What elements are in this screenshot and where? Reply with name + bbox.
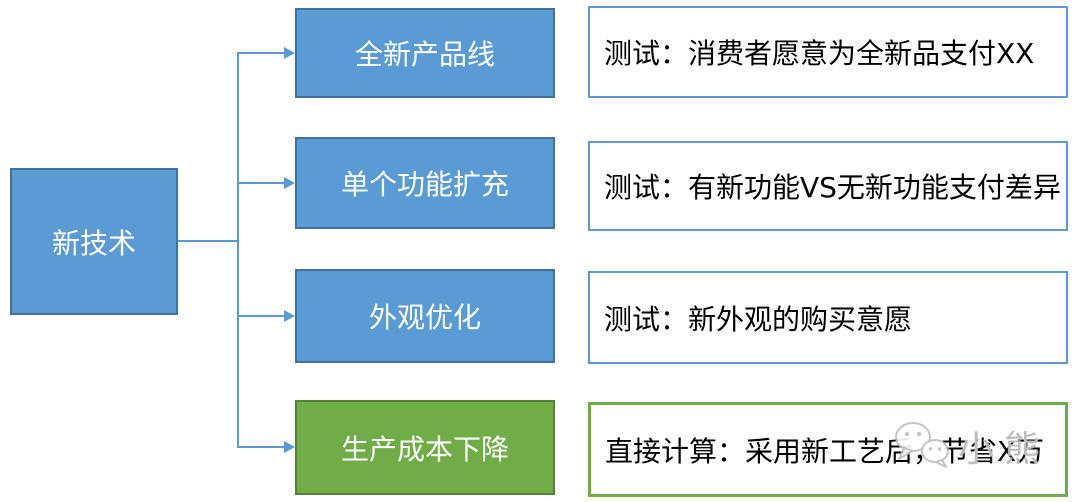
arrow-right-icon (284, 310, 295, 322)
root-node-new-technology: 新技术 (10, 168, 178, 315)
arrow-right-icon (284, 47, 295, 59)
category-label: 单个功能扩充 (340, 168, 509, 201)
category-label: 外观优化 (368, 301, 481, 334)
arrow-right-icon (284, 177, 295, 189)
note-text: 测试：有新功能VS无新功能支付差异 (604, 171, 1061, 204)
category-box-appearance-optimization: 外观优化 (295, 269, 555, 363)
arrow-right-icon (284, 441, 295, 453)
connector-branch-line (239, 315, 284, 317)
note-box-single-feature-expansion: 测试：有新功能VS无新功能支付差异 (588, 141, 1068, 231)
connector-branch-line (239, 52, 284, 54)
category-box-production-cost-reduction: 生产成本下降 (295, 400, 555, 495)
connector-trunk-line (237, 52, 239, 448)
note-box-new-product-line: 测试：消费者愿意为全新品支付XX (588, 6, 1068, 98)
note-text: 测试：消费者愿意为全新品支付XX (604, 37, 1035, 70)
category-box-single-feature-expansion: 单个功能扩充 (295, 137, 555, 229)
connector-branch-line (239, 182, 284, 184)
note-box-appearance-optimization: 测试：新外观的购买意愿 (588, 271, 1068, 364)
note-text: 直接计算：采用新工艺后，节省X万 (605, 434, 1045, 468)
connector-branch-line (239, 446, 284, 448)
category-label: 全新产品线 (354, 38, 495, 71)
category-box-new-product-line: 全新产品线 (295, 8, 555, 98)
connector-stub-line (178, 240, 239, 242)
root-node-label: 新技术 (51, 226, 136, 260)
category-label: 生产成本下降 (340, 432, 509, 466)
note-text: 测试：新外观的购买意愿 (604, 302, 913, 336)
note-box-production-cost-reduction: 直接计算：采用新工艺后，节省X万 (588, 402, 1068, 497)
